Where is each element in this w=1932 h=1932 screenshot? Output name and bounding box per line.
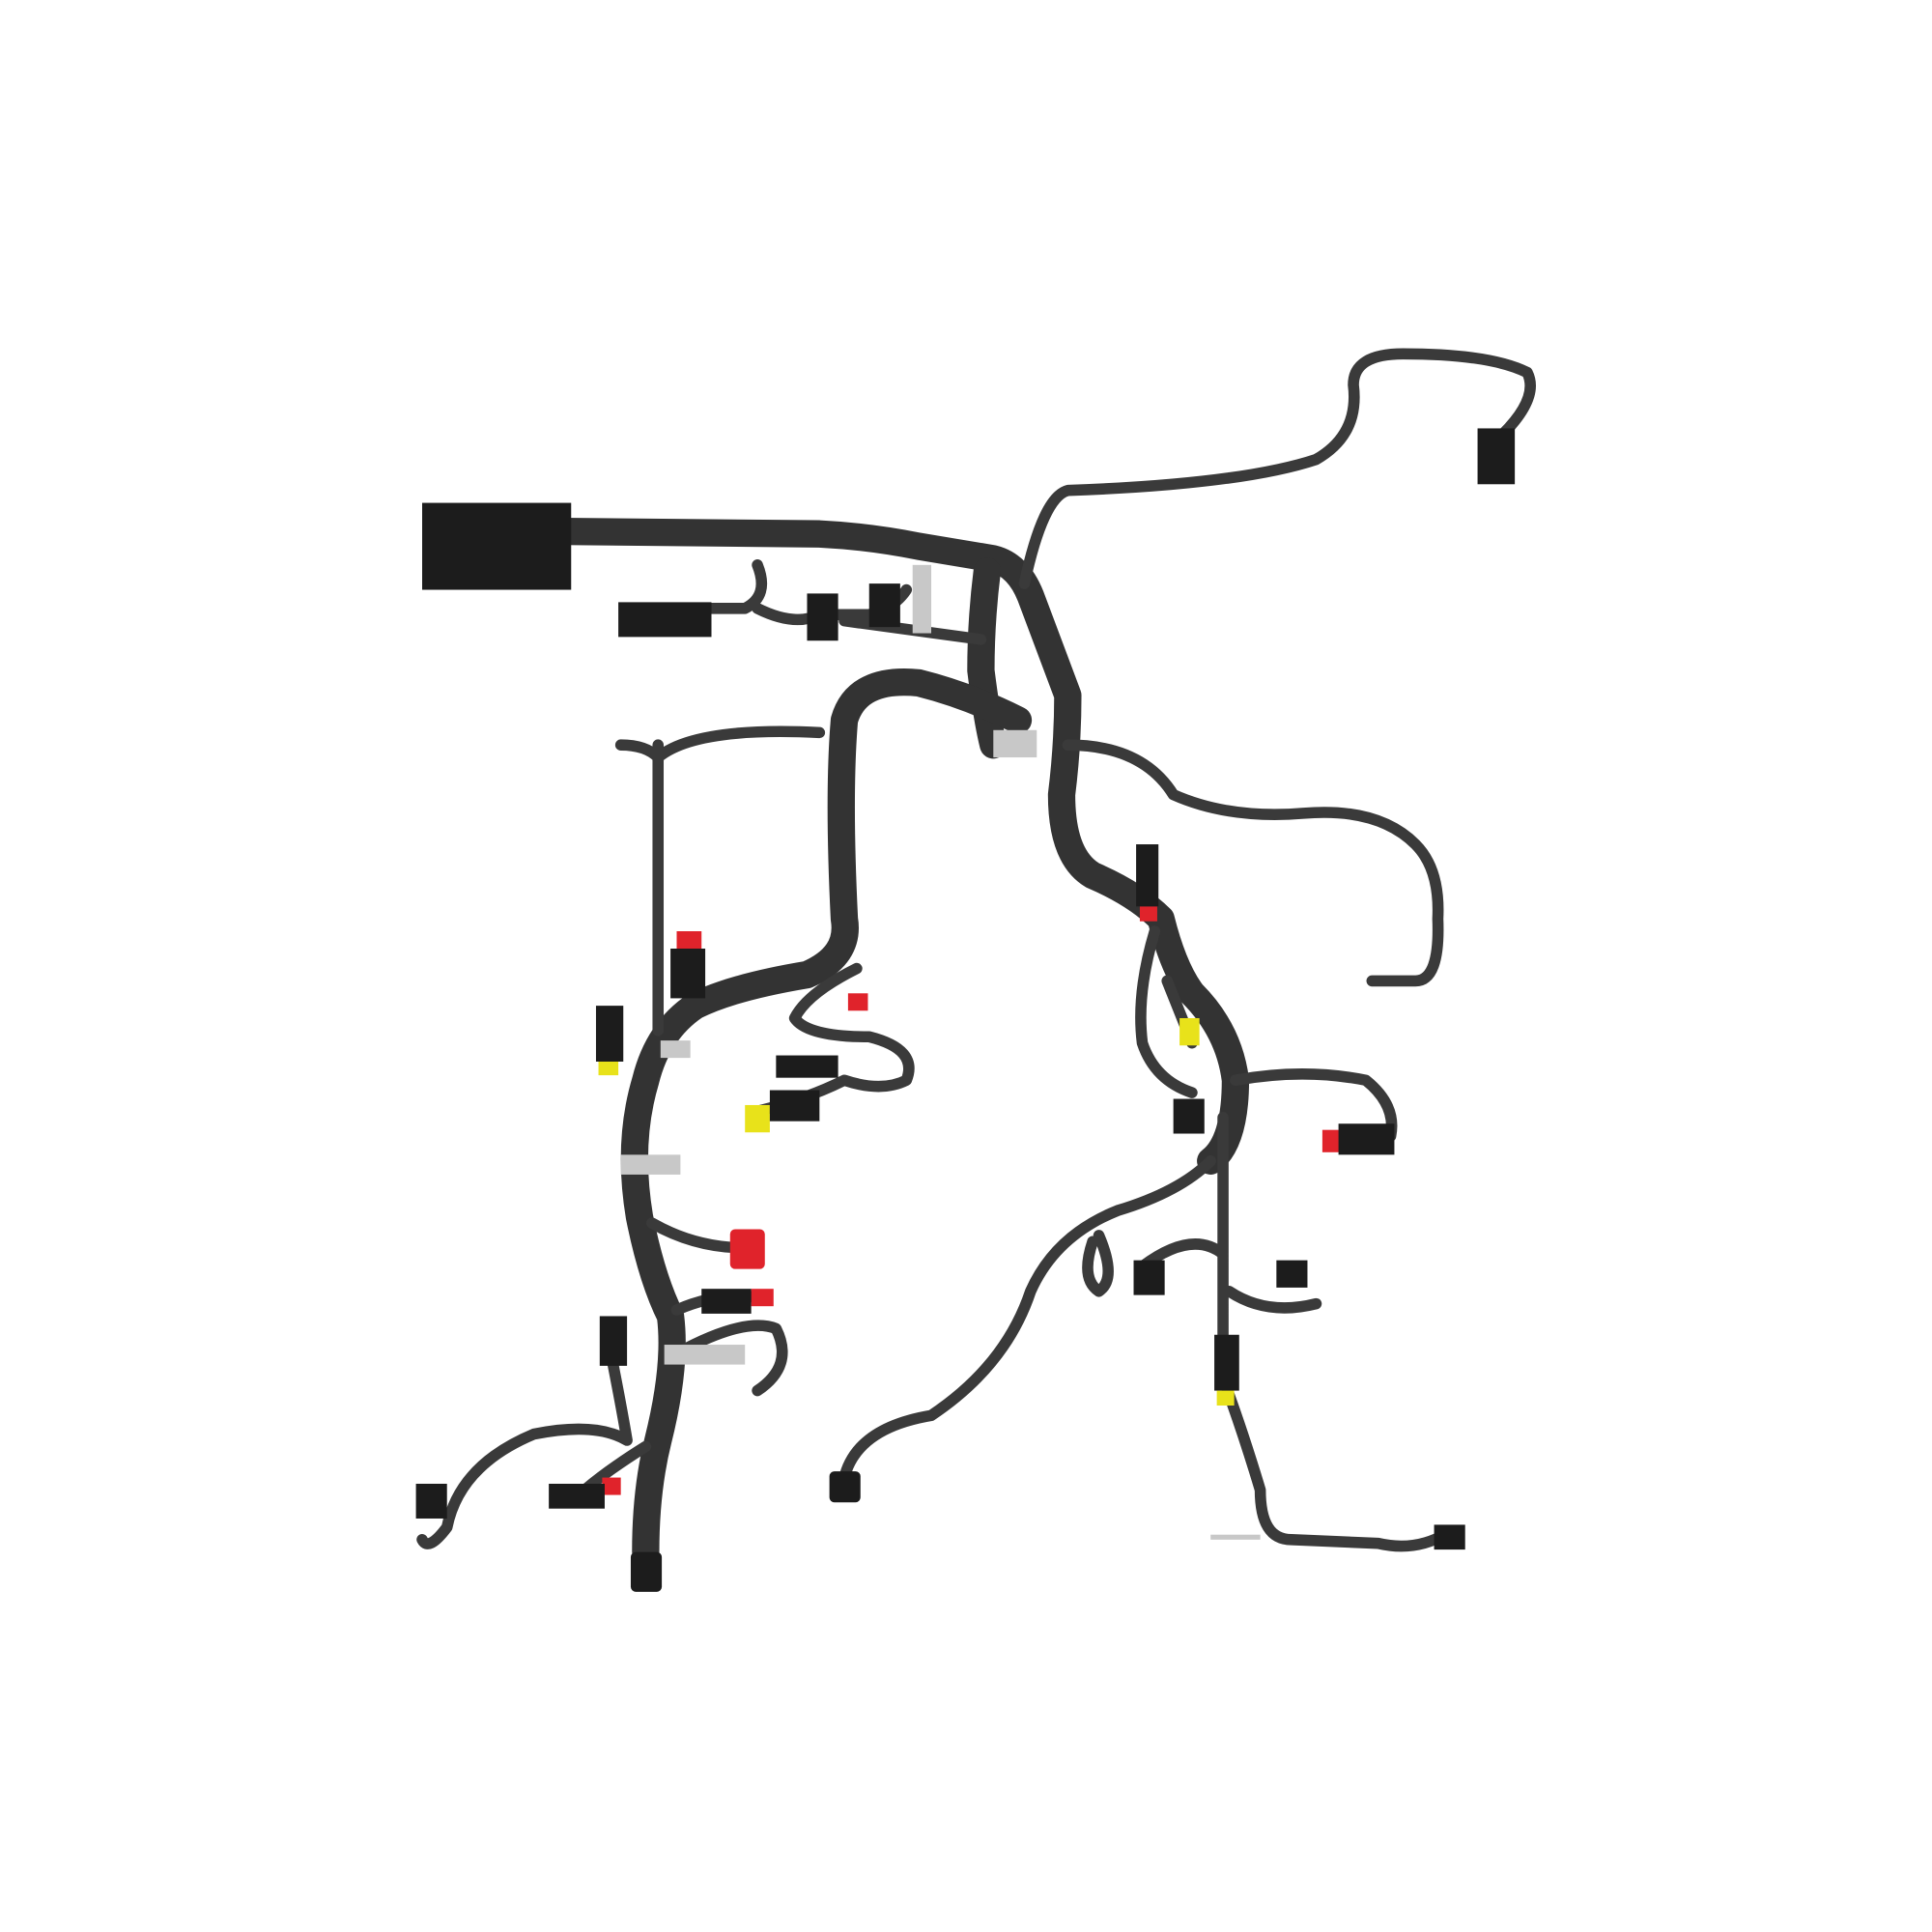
connector-black xyxy=(829,1471,861,1503)
metal-bracket xyxy=(660,1040,691,1059)
connector-black xyxy=(670,949,706,999)
connector-black xyxy=(1173,1098,1205,1134)
connector-black xyxy=(769,1090,820,1122)
connector-red xyxy=(1321,1129,1340,1152)
connector-black xyxy=(868,583,900,628)
connector-red xyxy=(847,993,868,1011)
connector-red xyxy=(676,931,702,952)
loop-trunk xyxy=(620,668,1033,1566)
connector-black xyxy=(1136,844,1159,907)
main-trunk-vertical xyxy=(967,557,1008,759)
metal-bracket xyxy=(664,1345,746,1365)
connectors xyxy=(415,428,1516,1592)
connector-yellow xyxy=(745,1104,770,1133)
connector-red xyxy=(751,1289,774,1307)
connector-black xyxy=(1338,1123,1395,1155)
metal-bracket xyxy=(620,1154,681,1175)
connector-black xyxy=(1133,1260,1165,1295)
connector-black xyxy=(1276,1260,1308,1288)
brackets xyxy=(620,564,1261,1540)
connector-black xyxy=(807,593,838,641)
connector-black xyxy=(595,1006,624,1062)
left-vertical-wire xyxy=(614,725,826,1037)
connector-black xyxy=(1214,1334,1239,1391)
connector-red xyxy=(602,1477,621,1495)
connector-yellow xyxy=(1216,1390,1235,1406)
connector-black xyxy=(618,602,712,638)
mid-branch xyxy=(752,962,915,1118)
right-loop-wire xyxy=(1062,739,1444,987)
main-trunk-top xyxy=(551,517,1250,1175)
connector-yellow xyxy=(1179,1017,1200,1046)
connector-red xyxy=(729,1229,765,1269)
connector-black xyxy=(1434,1524,1465,1550)
metal-bracket xyxy=(912,564,932,634)
metal-bracket xyxy=(1210,1534,1261,1540)
connector-black xyxy=(599,1316,628,1366)
lower-center-wire xyxy=(838,1155,1216,1484)
connector-black xyxy=(549,1483,605,1509)
main-connector-block xyxy=(422,502,572,590)
connector-yellow xyxy=(598,1058,619,1076)
long-top-right-wire xyxy=(1018,348,1536,589)
connector-black xyxy=(630,1551,663,1592)
connector-black xyxy=(701,1289,752,1314)
connector-black xyxy=(776,1055,838,1078)
connector-black xyxy=(1477,428,1516,485)
connector-red xyxy=(1139,906,1157,922)
metal-bracket xyxy=(993,729,1037,758)
harness-wires xyxy=(416,348,1536,1566)
right-lower-wire xyxy=(1082,1068,1453,1552)
connector-black xyxy=(415,1483,447,1519)
